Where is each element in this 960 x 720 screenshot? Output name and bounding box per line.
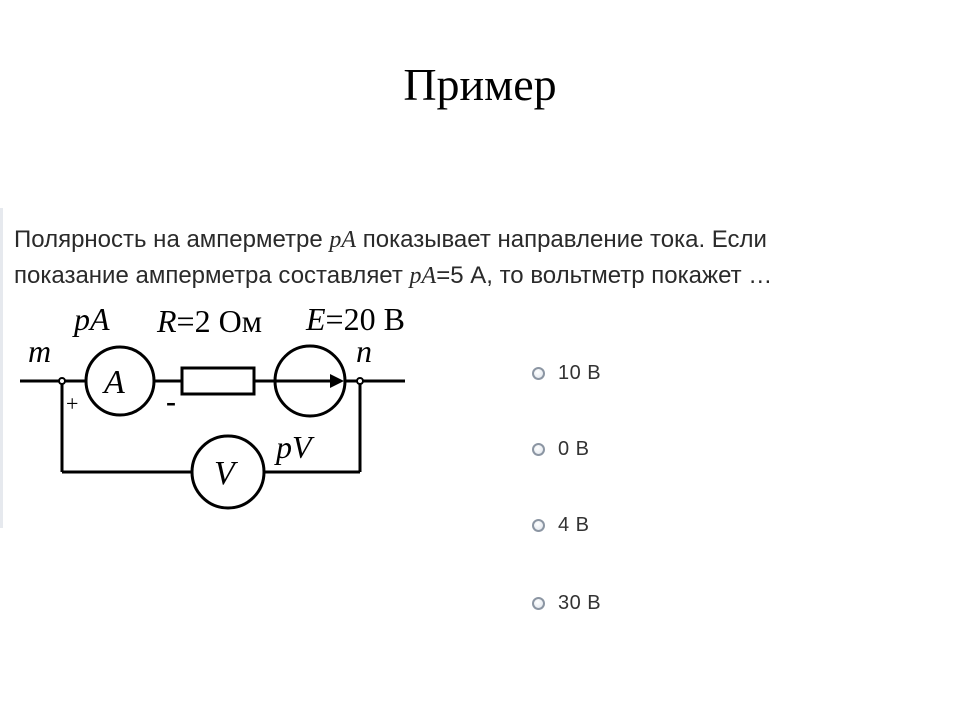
question-line-1: Полярность на амперметре pA показывает н… (14, 222, 934, 258)
label-m: m (28, 333, 51, 369)
label-e: E=20 В (305, 301, 405, 337)
question-text-segment: Полярность на амперметре (14, 226, 330, 253)
radio-button-icon[interactable] (532, 518, 545, 532)
question-italic-pa: pA (329, 227, 357, 253)
question-edge-divider (0, 208, 3, 528)
question-block: Полярность на амперметре pA показывает н… (0, 208, 938, 528)
emf-arrow-head (330, 374, 344, 388)
label-e-symbol: E (305, 301, 326, 337)
question-line-2: показание амперметра составляет pA=5 А, … (14, 258, 934, 294)
label-r: R=2 Ом (156, 303, 262, 339)
node-n (356, 377, 364, 385)
label-a: A (102, 364, 125, 401)
answer-option[interactable]: 0 В (532, 436, 590, 462)
question-text-segment: показывает направление тока. Если (356, 226, 767, 253)
circuit-diagram: m n pA A R=2 Ом E=20 В + - pV V (20, 301, 405, 510)
question-text: Полярность на амперметре pA показывает н… (14, 222, 934, 294)
label-r-symbol: R (156, 303, 177, 339)
radio-button-icon[interactable] (532, 442, 545, 456)
answer-option[interactable]: 10 В (532, 360, 601, 386)
voltmeter-symbol (190, 434, 266, 510)
radio-button-icon[interactable] (532, 366, 545, 380)
question-text-segment: =5 А, то вольтметр покажет … (436, 262, 773, 289)
answer-option-label: 10 В (558, 361, 602, 384)
label-pv: pV (274, 429, 315, 465)
slide-title: Пример (403, 59, 557, 110)
answer-option-label: 4 В (558, 513, 590, 536)
node-m (58, 377, 66, 385)
answer-option-label: 0 В (558, 437, 590, 460)
label-n: n (356, 333, 372, 369)
label-e-value: =20 В (326, 301, 405, 337)
resistor-symbol (180, 366, 256, 396)
radio-button-icon[interactable] (532, 596, 545, 610)
answer-option[interactable]: 4 В (532, 512, 590, 538)
answer-option-label: 30 В (558, 591, 602, 614)
label-plus: + (66, 391, 78, 416)
question-text-segment: показание амперметра составляет (14, 262, 410, 289)
answer-option[interactable]: 30 В (532, 590, 601, 616)
label-minus: - (166, 385, 176, 418)
question-italic-pa: pA (409, 263, 437, 289)
label-r-value: =2 Ом (177, 303, 262, 339)
label-pa: pA (72, 301, 110, 337)
